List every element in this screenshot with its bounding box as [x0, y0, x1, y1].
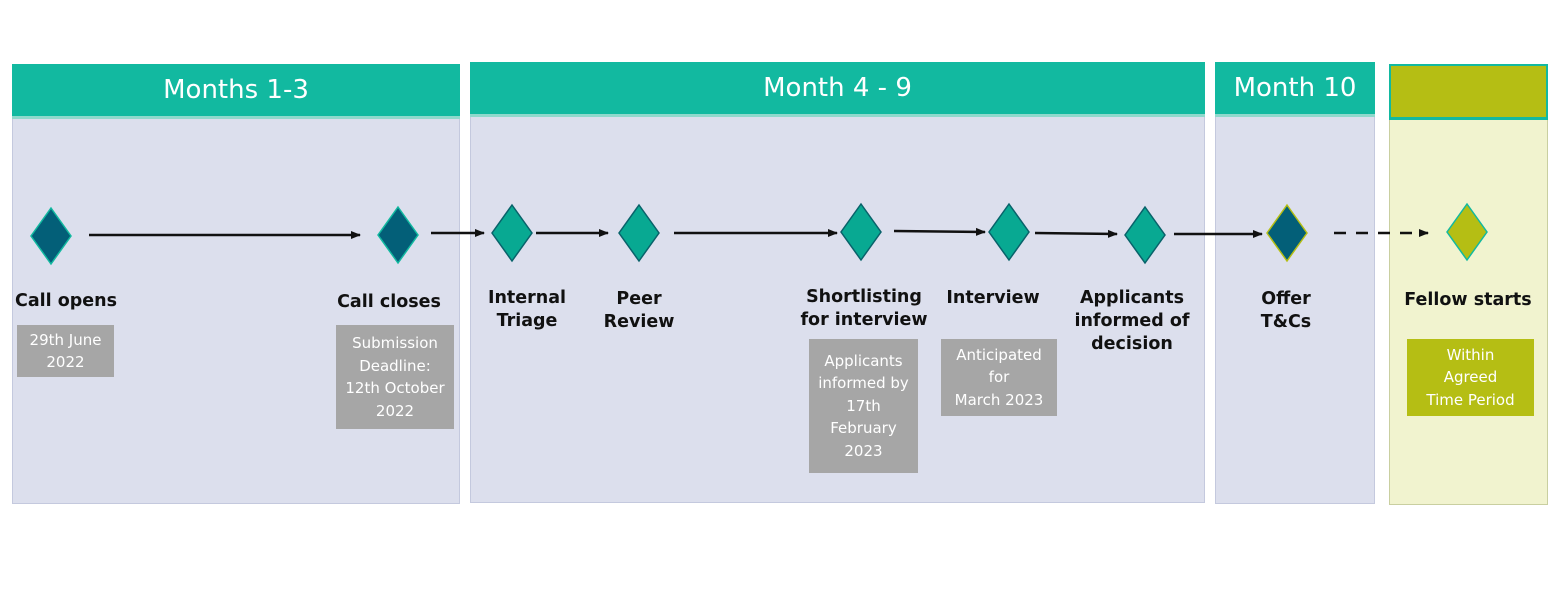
diamond-teal-icon: [491, 203, 533, 263]
milestone-label-fellow-starts: Fellow starts: [1404, 290, 1532, 310]
phase-panel-1: [12, 64, 460, 504]
arrow-5: [893, 227, 986, 236]
diamond-teal-icon: [618, 203, 660, 263]
milestone-label-shortlisting: Shortlisting for interview: [800, 287, 928, 330]
phase-header-final: [1389, 64, 1548, 120]
diamond-dark-icon: [377, 205, 419, 265]
milestone-label-internal-triage: Internal Triage: [487, 288, 567, 331]
note-shortlisting-date: Applicants informed by 17th February 202…: [809, 339, 918, 473]
milestone-label-call-closes: Call closes: [337, 292, 441, 312]
milestone-label-peer-review: Peer Review: [603, 289, 675, 332]
diamond-olive-icon: [1446, 202, 1488, 262]
diamond-teal-icon: [988, 202, 1030, 262]
note-fellow-starts: Within Agreed Time Period: [1407, 339, 1534, 416]
diamond-dark-icon: [30, 206, 72, 266]
phase-header-month-10: Month 10: [1215, 62, 1375, 117]
milestone-label-applicants-informed: Applicants informed of decision: [1074, 288, 1190, 354]
diamond-teal-icon: [1124, 205, 1166, 265]
arrow-6: [1034, 229, 1118, 238]
milestone-label-interview: Interview: [946, 288, 1040, 308]
diamond-teal-icon: [840, 202, 882, 262]
diamond-dark-icon: [1266, 203, 1308, 263]
phase-header-month-4-9: Month 4 - 9: [470, 62, 1205, 117]
phase-panel-4: [1389, 64, 1548, 505]
phase-header-months-1-3: Months 1-3: [12, 64, 460, 119]
note-interview-date: Anticipated for March 2023: [941, 339, 1057, 416]
milestone-label-call-opens: Call opens: [14, 291, 118, 311]
note-submission-deadline: Submission Deadline: 12th October 2022: [336, 325, 454, 429]
milestone-label-offer: Offer T&Cs: [1260, 289, 1312, 332]
phase-panel-3: [1215, 62, 1375, 504]
note-call-opens-date: 29th June 2022: [17, 325, 114, 377]
